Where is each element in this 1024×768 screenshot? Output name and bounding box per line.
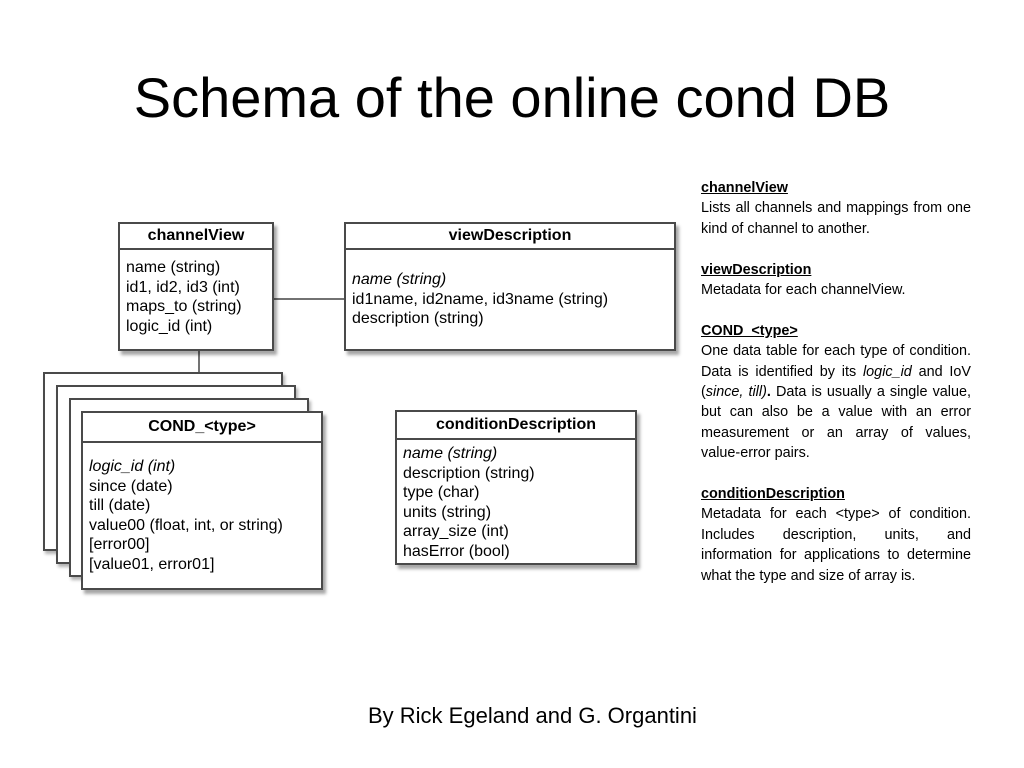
note-heading: viewDescription bbox=[701, 261, 812, 278]
note-text-italic: logic_id bbox=[862, 363, 912, 380]
table-cond-type: COND_<type> logic_id (int) since (date) … bbox=[81, 411, 323, 590]
table-conditiondescription: conditionDescription name (string) descr… bbox=[395, 410, 637, 565]
table-channelview: channelView name (string) id1, id2, id3 … bbox=[118, 222, 274, 351]
table-field: id1name, id2name, id3name (string) bbox=[352, 290, 609, 308]
note-text-bold: . bbox=[766, 384, 771, 401]
table-field: [value01, error01] bbox=[89, 555, 215, 573]
note-text: Metadata for each channelView. bbox=[701, 282, 906, 299]
note-text-italic: since, till) bbox=[705, 384, 767, 401]
table-field: [error00] bbox=[89, 536, 150, 553]
table-header: COND_<type> bbox=[83, 413, 321, 443]
table-field: till (date) bbox=[89, 497, 151, 514]
table-viewdescription: viewDescription name (string) id1name, i… bbox=[344, 222, 676, 351]
table-field: name (string) bbox=[126, 259, 221, 276]
note-text-part: and IoV ( bbox=[701, 363, 972, 401]
note-text: Lists all channels and mappings from one… bbox=[701, 200, 971, 237]
table-field: value00 (float, int, or string) bbox=[89, 516, 283, 534]
table-field: name (string) bbox=[403, 445, 498, 462]
table-fields: name (string) id1name, id2name, id3name … bbox=[346, 250, 674, 329]
table-field: maps_to (string) bbox=[126, 298, 242, 315]
table-fields: name (string) description (string) type … bbox=[397, 440, 635, 561]
table-field: id1, id2, id3 (int) bbox=[126, 278, 240, 296]
note-text: One data table for each type of conditio… bbox=[701, 341, 971, 463]
notes-panel: channelView Lists all channels and mappi… bbox=[701, 178, 971, 586]
slide-title: Schema of the online cond DB bbox=[133, 66, 891, 129]
table-fields: logic_id (int) since (date) till (date) … bbox=[83, 443, 321, 574]
table-fields: name (string) id1, id2, id3 (int) maps_t… bbox=[120, 250, 272, 336]
note-viewdescription: viewDescription Metadata for each channe… bbox=[701, 260, 971, 301]
table-field: description (string) bbox=[403, 464, 535, 482]
table-field: description (string) bbox=[352, 310, 484, 327]
note-heading: conditionDescription bbox=[701, 486, 845, 503]
table-field: array_size (int) bbox=[403, 523, 509, 540]
table-field: logic_id (int) bbox=[89, 458, 176, 475]
table-header: viewDescription bbox=[346, 224, 674, 250]
note-text-part: One data table for each type of conditio… bbox=[701, 343, 971, 380]
table-field: hasError (bool) bbox=[403, 542, 510, 560]
table-field: units (string) bbox=[403, 503, 492, 521]
table-header: conditionDescription bbox=[397, 412, 635, 440]
note-text: Metadata for each <type> of condition. I… bbox=[701, 506, 971, 584]
table-field: since (date) bbox=[89, 477, 173, 495]
note-channelview: channelView Lists all channels and mappi… bbox=[701, 178, 971, 239]
credit-line: By Rick Egeland and G. Organtini bbox=[368, 703, 697, 728]
note-text-part: Data is usually a single value, but can … bbox=[701, 384, 972, 462]
table-field: type (char) bbox=[403, 484, 480, 501]
table-header: channelView bbox=[120, 224, 272, 250]
table-field: name (string) bbox=[352, 271, 447, 288]
table-field: logic_id (int) bbox=[126, 317, 213, 335]
note-heading: COND_<type> bbox=[701, 322, 798, 339]
note-cond-type: COND_<type> One data table for each type… bbox=[701, 321, 971, 464]
note-heading: channelView bbox=[701, 180, 788, 196]
note-conditiondescription: conditionDescription Metadata for each <… bbox=[701, 484, 971, 586]
